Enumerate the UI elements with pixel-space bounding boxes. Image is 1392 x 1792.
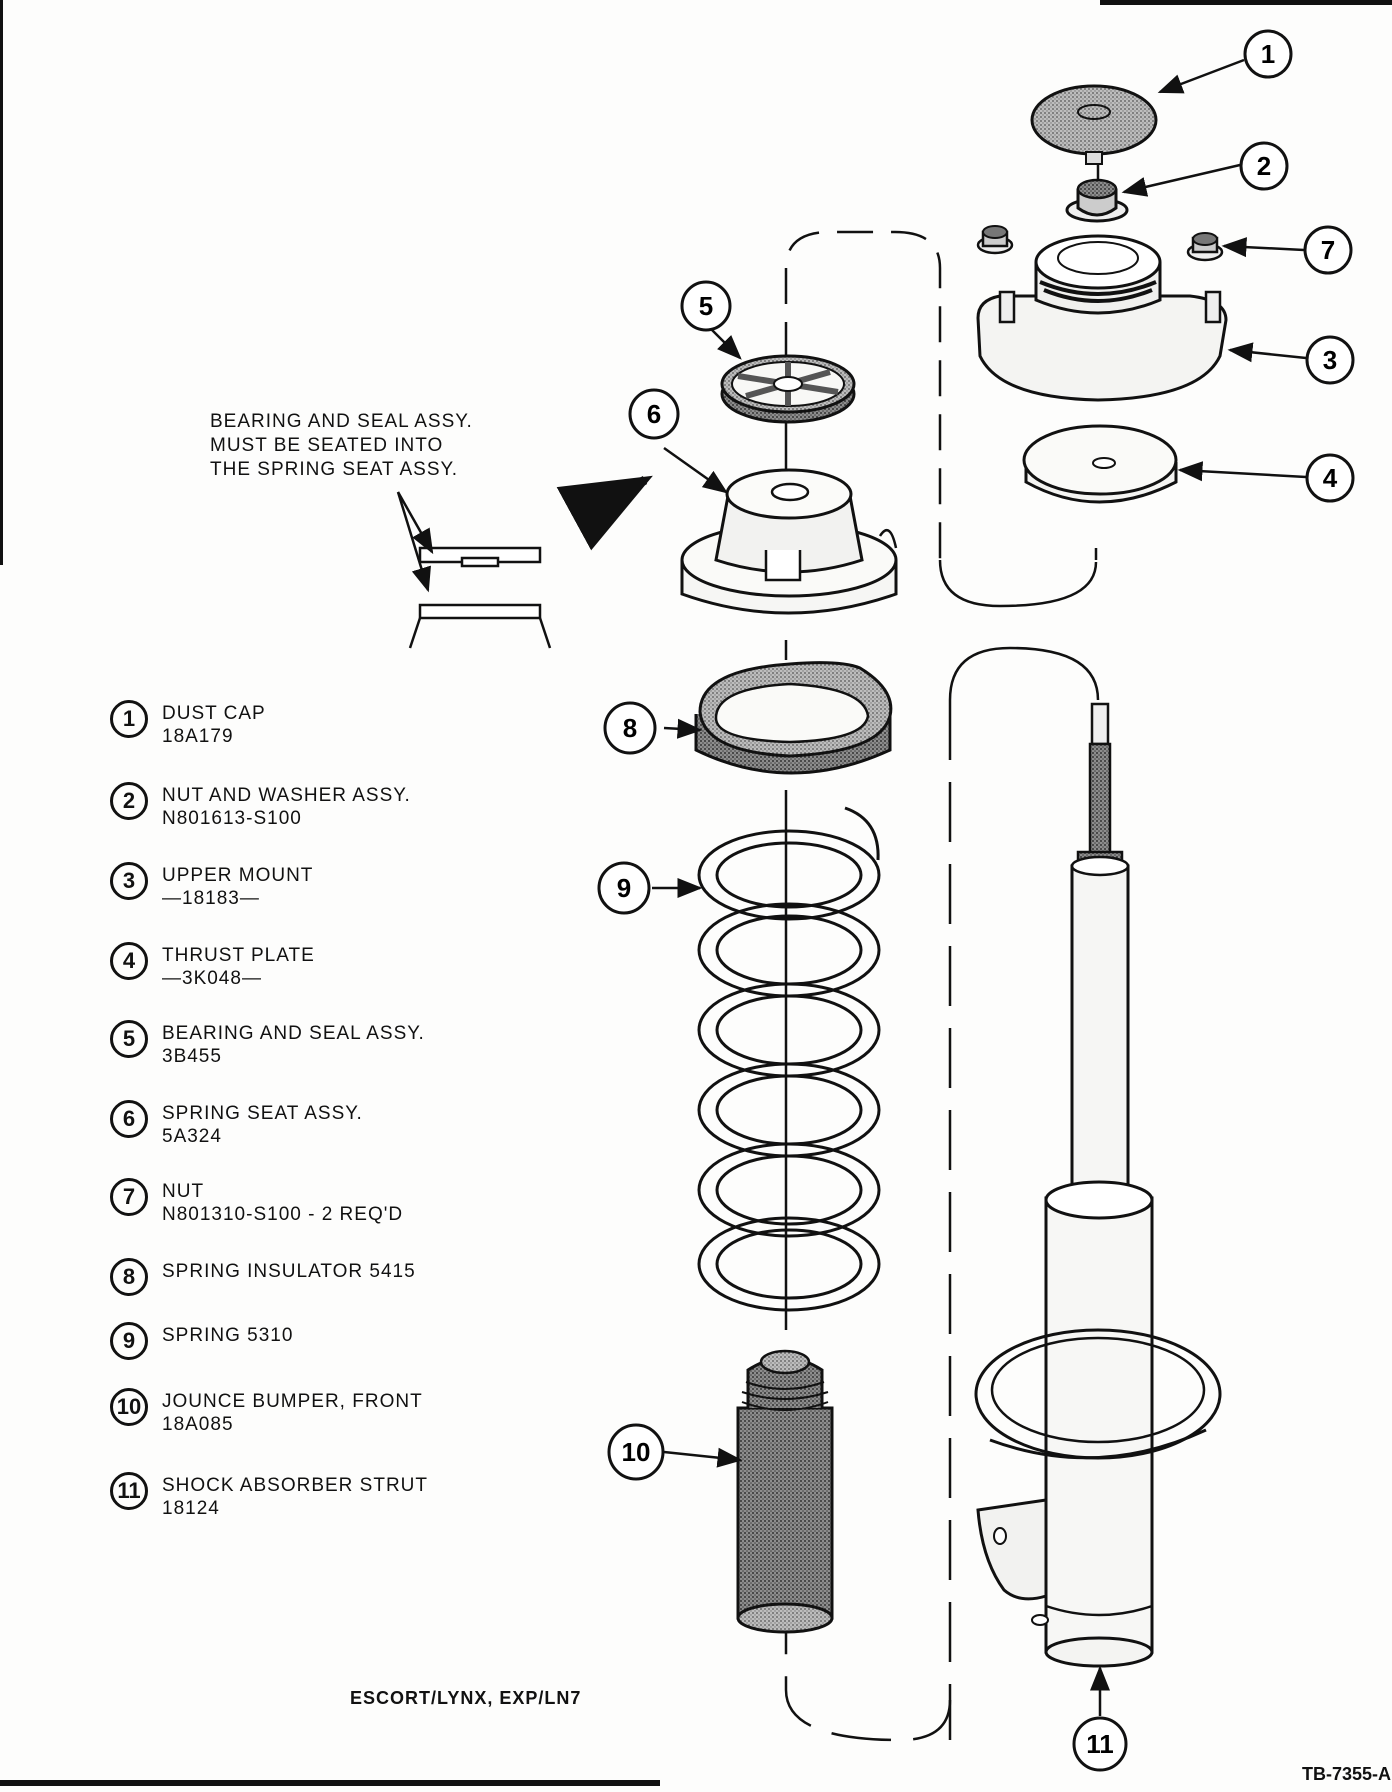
legend-number: 5 [110,1020,148,1058]
jounce-bumper-part [736,1349,834,1634]
legend-item-spring: 9 SPRING 5310 [110,1322,293,1360]
legend-part-name: THRUST PLATE [162,945,315,966]
callout-2: 2 [1239,141,1289,191]
legend-number: 4 [110,942,148,980]
seating-note-line-2: MUST BE SEATED INTO [210,435,444,456]
upper-mount-part [976,234,1228,402]
svg-text:1: 1 [1261,39,1275,69]
legend-number: 1 [110,700,148,738]
callout-4: 4 [1305,453,1355,503]
legend-part-number: —3K048— [162,968,262,989]
legend-part-number: —18183— [162,888,260,909]
alignment-lines [784,162,1100,1742]
legend-item-upper-mount: 3 UPPER MOUNT —18183— [110,862,313,910]
callout-bubbles: 1 2 7 3 4 5 6 8 [597,29,1355,1772]
callout-10: 10 [607,1423,665,1481]
seating-note: BEARING AND SEAL ASSY. MUST BE SEATED IN… [210,410,473,482]
callout-9: 9 [597,861,651,915]
legend-item-spring-seat: 6 SPRING SEAT ASSY. 5A324 [110,1100,363,1148]
legend-number: 11 [110,1472,148,1510]
callout-8: 8 [603,701,657,755]
legend-item-nut-washer: 2 NUT AND WASHER ASSY. N801613-S100 [110,782,411,830]
legend-part-name: NUT AND WASHER ASSY. [162,785,411,806]
legend-part-name: BEARING AND SEAL ASSY. [162,1023,425,1044]
legend-item-nut: 7 NUT N801310-S100 - 2 REQ'D [110,1178,403,1226]
legend-part-name: SPRING INSULATOR 5415 [162,1261,416,1282]
coil-spring-part [697,806,881,1312]
legend-item-spring-insulator: 8 SPRING INSULATOR 5415 [110,1258,416,1296]
svg-text:4: 4 [1323,463,1338,493]
legend-item-dust-cap: 1 DUST CAP 18A179 [110,700,266,748]
callout-7: 7 [1303,225,1353,275]
figure-reference: TB-7355-A [1302,1764,1392,1784]
bottom-border-line [0,1780,660,1786]
legend-number: 3 [110,862,148,900]
svg-text:8: 8 [623,713,637,743]
svg-text:2: 2 [1257,151,1271,181]
legend-part-number: 3B455 [162,1046,222,1067]
legend-number: 6 [110,1100,148,1138]
callout-3: 3 [1305,335,1355,385]
insertion-arrow [556,475,653,551]
bearing-seal-part [720,354,856,424]
shock-absorber-strut-part [974,702,1222,1668]
legend-number: 8 [110,1258,148,1296]
legend-part-number: 18124 [162,1498,220,1519]
spring-insulator-part [694,661,893,775]
legend-number: 2 [110,782,148,820]
legend-part-name: SHOCK ABSORBER STRUT [162,1475,428,1496]
legend-part-number: N801613-S100 [162,808,302,829]
legend-part-name: JOUNCE BUMPER, FRONT [162,1391,423,1412]
legend-part-number: 18A179 [162,726,234,747]
legend-part-number: 5A324 [162,1126,222,1147]
legend-item-bearing-seal: 5 BEARING AND SEAL ASSY. 3B455 [110,1020,425,1068]
seating-note-line-3: THE SPRING SEAT ASSY. [210,459,459,480]
svg-text:3: 3 [1323,345,1337,375]
mount-nut-right-part [1186,232,1224,262]
top-border-line [1100,0,1392,5]
spring-seat-part [680,468,898,615]
legend-part-name: UPPER MOUNT [162,865,314,886]
legend-item-shock-strut: 11 SHOCK ABSORBER STRUT 18124 [110,1472,428,1520]
svg-text:5: 5 [699,291,713,321]
seating-note-line-1: BEARING AND SEAL ASSY. [210,411,473,432]
legend-part-name: NUT [162,1181,205,1202]
left-border-line [0,0,3,565]
legend-part-name: SPRING SEAT ASSY. [162,1103,363,1124]
legend-number: 7 [110,1178,148,1216]
thrust-plate-part [1022,424,1178,504]
svg-text:7: 7 [1321,235,1335,265]
legend-number: 9 [110,1322,148,1360]
dust-cap-part [1030,84,1158,165]
svg-text:6: 6 [647,399,661,429]
vehicle-models-caption: ESCORT/LYNX, EXP/LN7 [350,1688,582,1708]
callout-leaders [652,58,1307,1716]
svg-text:9: 9 [617,873,631,903]
callout-1: 1 [1243,29,1293,79]
legend-part-name: DUST CAP [162,703,266,724]
mount-nut-left-part [976,225,1014,255]
seating-detail-sketch [396,491,552,649]
svg-text:10: 10 [622,1437,651,1467]
callout-11: 11 [1072,1716,1128,1772]
legend-number: 10 [110,1388,148,1426]
legend-part-number: 18A085 [162,1414,234,1435]
nut-washer-part [1065,178,1129,223]
callout-5: 5 [680,280,732,332]
callout-6: 6 [628,388,680,440]
legend-item-thrust-plate: 4 THRUST PLATE —3K048— [110,942,315,990]
legend-part-name: SPRING 5310 [162,1325,294,1346]
legend-part-number: N801310-S100 - 2 REQ'D [162,1204,404,1225]
legend-item-jounce-bumper: 10 JOUNCE BUMPER, FRONT 18A085 [110,1388,423,1436]
svg-text:11: 11 [1086,1729,1114,1759]
